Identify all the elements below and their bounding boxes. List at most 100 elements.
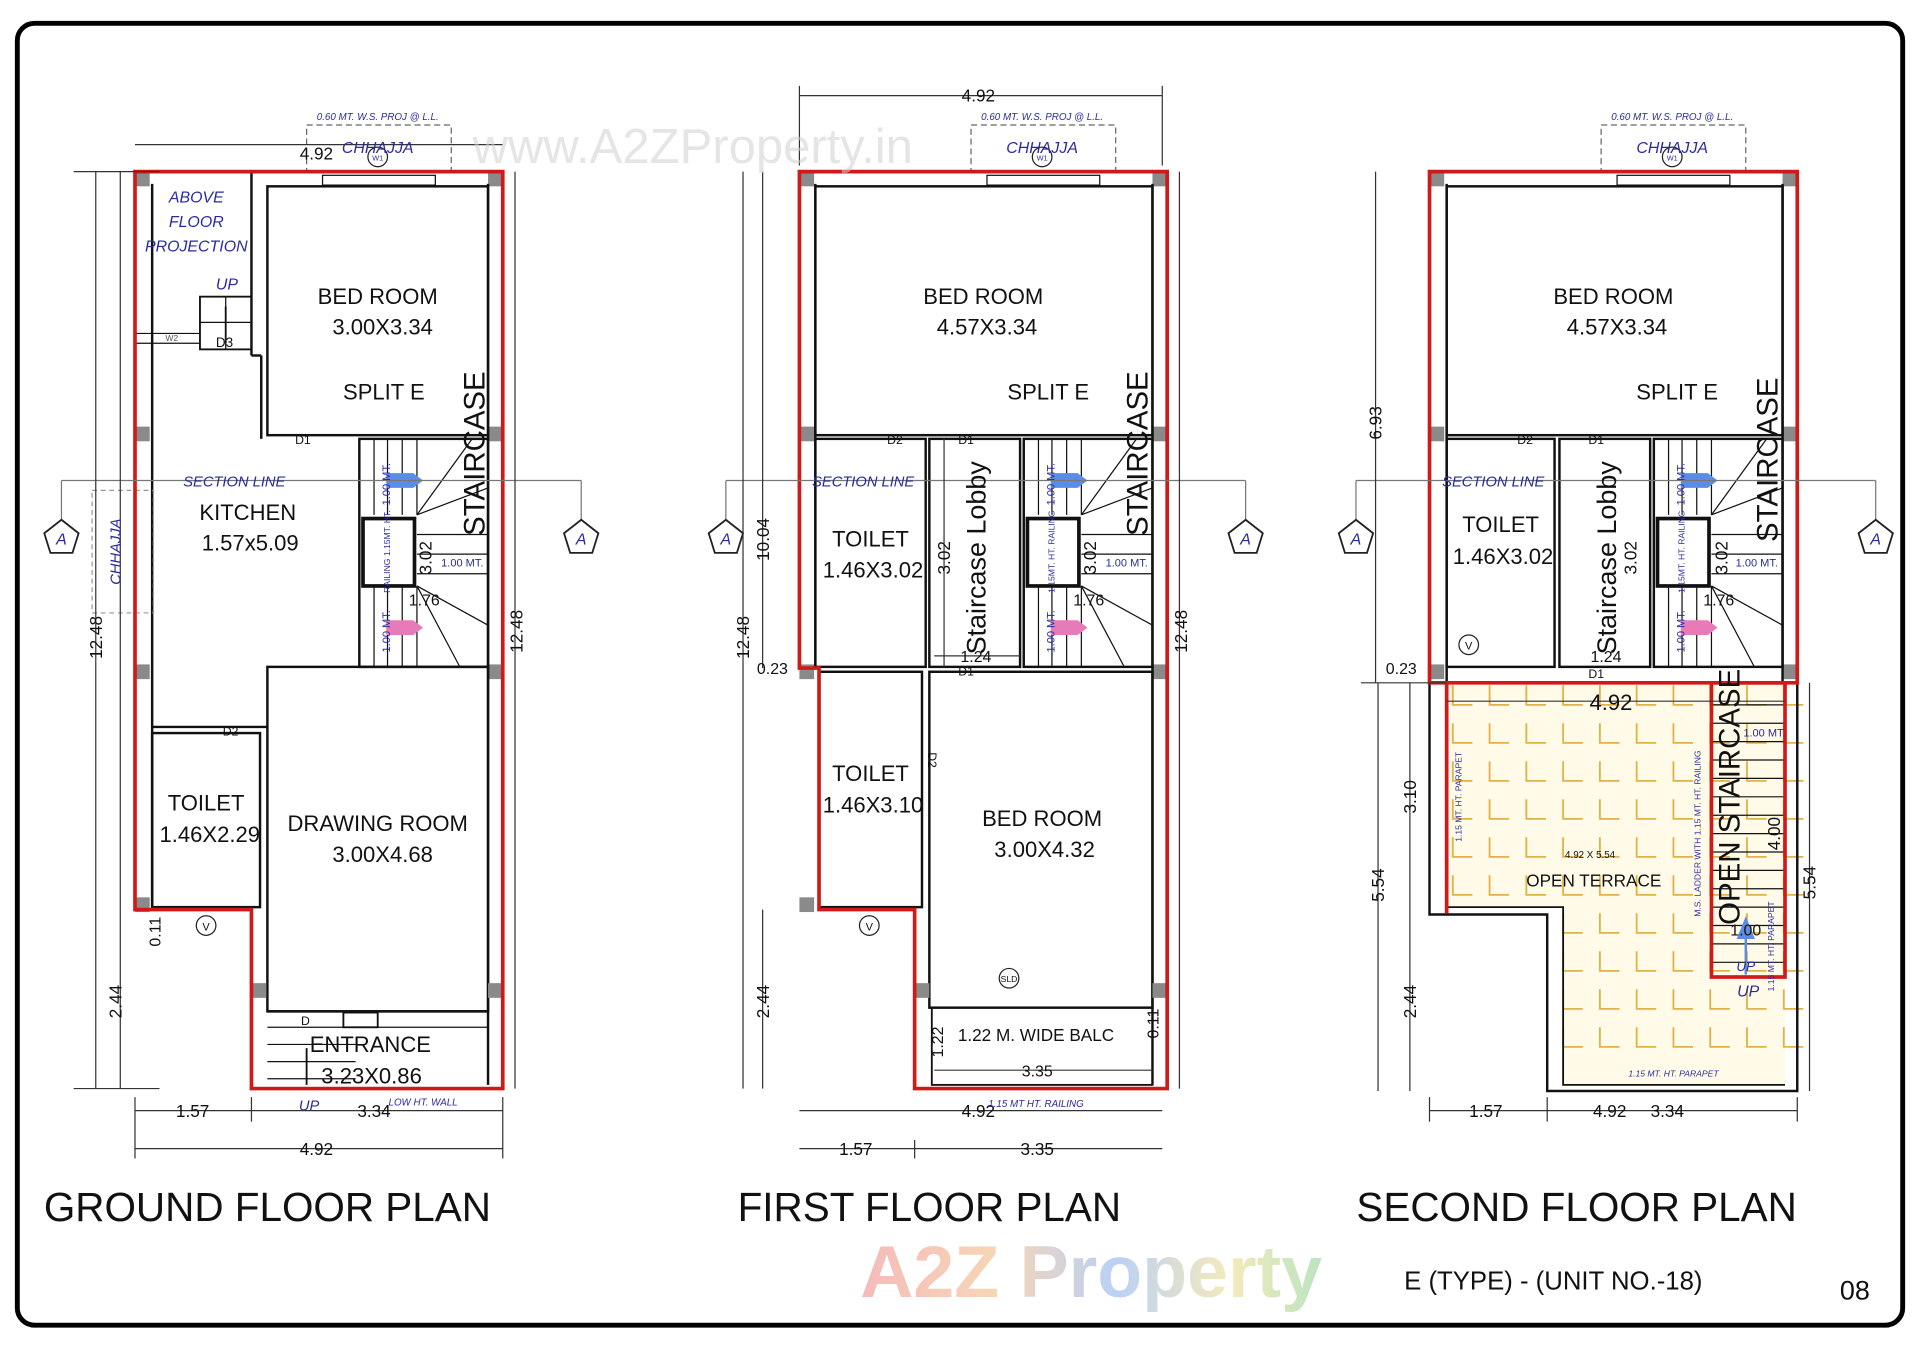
- terrace-tile: [1562, 723, 1583, 744]
- chhajja-label: CHHAJJA: [342, 140, 414, 157]
- section-marker-icon: [1857, 518, 1894, 554]
- door-tag: D2: [223, 725, 239, 739]
- dimension: 12.48: [733, 616, 753, 659]
- side-chhajja-label: CHHAJJA: [108, 518, 124, 584]
- terrace-tile: [1598, 1027, 1620, 1048]
- terrace-tile: [1635, 685, 1657, 706]
- terrace-tile: [1746, 875, 1767, 896]
- projection-note: 0.60 MT. W.S. PROJ @ L.L.: [1611, 112, 1733, 123]
- room-size: 3.00X4.32: [994, 837, 1095, 862]
- section-line-label: SECTION LINE: [1442, 475, 1544, 491]
- landing-note: 1.00 MT.: [1743, 728, 1785, 740]
- vent-icon: [195, 915, 217, 936]
- terrace-tile: [1598, 951, 1620, 972]
- section-line-label: SECTION LINE: [812, 475, 914, 491]
- window-tag-label: W1: [372, 154, 383, 163]
- terrace-tile: [1635, 989, 1657, 1010]
- terrace-tile: [1746, 761, 1767, 782]
- stair-well: [1025, 516, 1081, 588]
- up-arrow-icon: [1736, 916, 1755, 975]
- side-chhajja-outline: [91, 489, 154, 614]
- drawing-room-walls: [266, 665, 490, 1013]
- dimension: 1.57: [1469, 1101, 1502, 1121]
- dimension: 4.92: [962, 86, 995, 106]
- plot-outline-red: [797, 169, 1170, 1091]
- door-tag: D1: [958, 664, 974, 678]
- winder-line: [1711, 585, 1783, 626]
- door-tag: D1: [958, 433, 974, 447]
- terrace-tile: [1746, 989, 1767, 1010]
- railing-note: 1.15MT. HT. RAILING: [1046, 510, 1056, 593]
- plot-outline-red: [1427, 169, 1800, 685]
- column: [1152, 171, 1168, 187]
- dimension: 2.44: [753, 984, 773, 1018]
- column: [251, 983, 267, 998]
- column: [488, 664, 503, 680]
- terrace-tile: [1488, 875, 1510, 896]
- landing-note: 1.00 MT.: [381, 610, 393, 652]
- terrace-tile: [1488, 799, 1510, 820]
- parapet-note: 1.15 MT. HT. PARAPET: [1628, 1068, 1719, 1078]
- terrace-tile: [1451, 837, 1473, 858]
- section-marker-label: A: [575, 531, 587, 548]
- terrace-tile: [1746, 1027, 1767, 1048]
- room-size: 1.46X3.02: [1453, 544, 1554, 569]
- terrace-tile: [1746, 799, 1767, 820]
- column: [134, 664, 150, 680]
- terrace-tile: [1562, 685, 1583, 706]
- vent-icon: [858, 915, 880, 936]
- terrace-tile: [1782, 1027, 1804, 1048]
- projection-note: 0.60 MT. W.S. PROJ @ L.L.: [317, 112, 439, 123]
- column: [799, 426, 815, 442]
- dimension: 0.23: [1386, 661, 1417, 678]
- dimensions-layer: [61, 85, 1876, 1159]
- terrace-tile: [1451, 761, 1473, 782]
- chhajja-label: CHHAJJA: [1636, 140, 1708, 157]
- door-tag: D3: [216, 335, 233, 350]
- section-marker-label: A: [1869, 531, 1881, 548]
- dimension: 3.10: [1400, 780, 1420, 813]
- railing-note: 1.15MT. HT. RAILING: [1676, 510, 1686, 593]
- terrace-tile: [1635, 761, 1657, 782]
- door-tag: D2: [925, 752, 939, 768]
- terrace-tile: [1525, 875, 1546, 896]
- dimension: 0.11: [1146, 1009, 1163, 1039]
- window-tag: [367, 146, 389, 168]
- terrace-tile: [1672, 761, 1694, 782]
- terrace-tile: [1451, 875, 1473, 896]
- window: [986, 174, 1101, 186]
- sheet-border: [14, 20, 1906, 1328]
- column: [799, 897, 815, 913]
- winder-line: [416, 585, 489, 626]
- terrace-tile: [1635, 799, 1657, 820]
- staircase-block: [1022, 437, 1154, 669]
- terrace-tile: [1525, 799, 1546, 820]
- terrace-tile: [1598, 875, 1620, 896]
- terrace-tile: [1635, 951, 1657, 972]
- dimension: 1.57: [176, 1101, 209, 1121]
- room-name: TOILET: [832, 761, 909, 786]
- window-tag-label: W1: [1037, 154, 1048, 163]
- door-tag: SLD: [1001, 974, 1018, 984]
- vent-label: V: [1465, 641, 1473, 653]
- plan-title: SECOND FLOOR PLAN: [1356, 1184, 1796, 1230]
- dimension: 3.35: [1022, 1063, 1053, 1080]
- section-marker-icon: [562, 518, 600, 554]
- open-staircase-label: OPEN STAIRCASE: [1714, 669, 1747, 925]
- staircase-label: STAIRCASE: [1752, 377, 1785, 542]
- split-ac-label: SPLIT E: [1007, 380, 1089, 405]
- parapet-note: 1.15 MT. HT. PARAPET: [1766, 901, 1776, 992]
- section-marker-icon: [43, 518, 80, 554]
- room-name: TOILET: [1462, 512, 1539, 537]
- dimension: 0.11: [148, 917, 165, 947]
- column: [1782, 171, 1798, 187]
- room-name: BED ROOM: [982, 806, 1102, 831]
- terrace-tile: [1598, 913, 1620, 934]
- column: [1782, 664, 1798, 680]
- column: [799, 171, 815, 187]
- chhajja-label: CHHAJJA: [1006, 140, 1078, 157]
- winder-line: [1081, 487, 1153, 516]
- room-name: ENTRANCE: [310, 1032, 431, 1057]
- terrace-tile: [1782, 989, 1804, 1010]
- column: [488, 983, 503, 998]
